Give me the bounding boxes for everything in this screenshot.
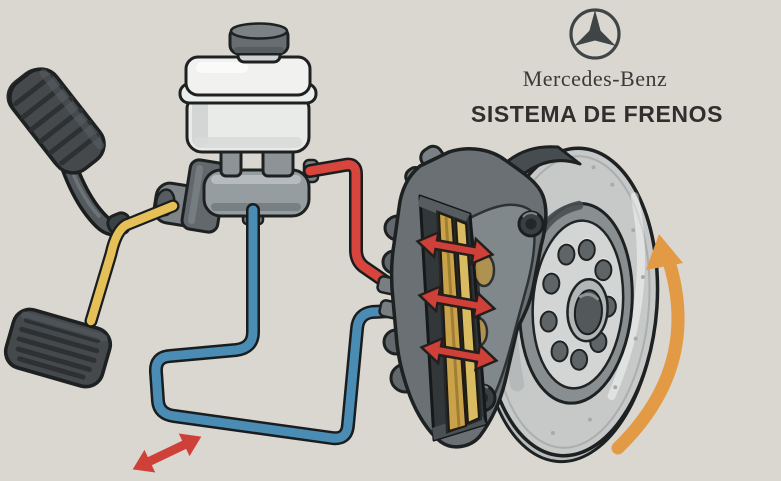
brand-lockup: Mercedes-Benz SISTEMA DE FRENOS bbox=[471, 8, 723, 127]
brake-line-return bbox=[148, 203, 399, 446]
hub-center-bore bbox=[566, 277, 609, 343]
cylinder-body bbox=[202, 140, 320, 226]
pad-window bbox=[418, 194, 488, 442]
brake-lines bbox=[148, 157, 403, 446]
reservoir-cap bbox=[228, 22, 290, 56]
caliper-bolt bbox=[517, 210, 545, 238]
fluid-reservoir bbox=[178, 43, 318, 154]
brake-caliper bbox=[376, 144, 582, 449]
page-title: SISTEMA DE FRENOS bbox=[471, 101, 723, 127]
mercedes-logo-icon bbox=[569, 8, 621, 60]
brake-pedal-assembly bbox=[3, 67, 132, 389]
rotor-surface-dots bbox=[550, 165, 645, 436]
brake-line-pressure bbox=[303, 157, 403, 296]
disc-rotation-arrow bbox=[611, 234, 685, 455]
brake-pedal-pad bbox=[6, 67, 106, 175]
pad-clamp-arrows bbox=[414, 227, 500, 375]
brand-name: Mercedes-Benz bbox=[523, 66, 668, 91]
pushrod bbox=[84, 199, 180, 328]
pedal-motion-arrow bbox=[127, 425, 207, 481]
pedal-pad-lower bbox=[3, 307, 113, 389]
